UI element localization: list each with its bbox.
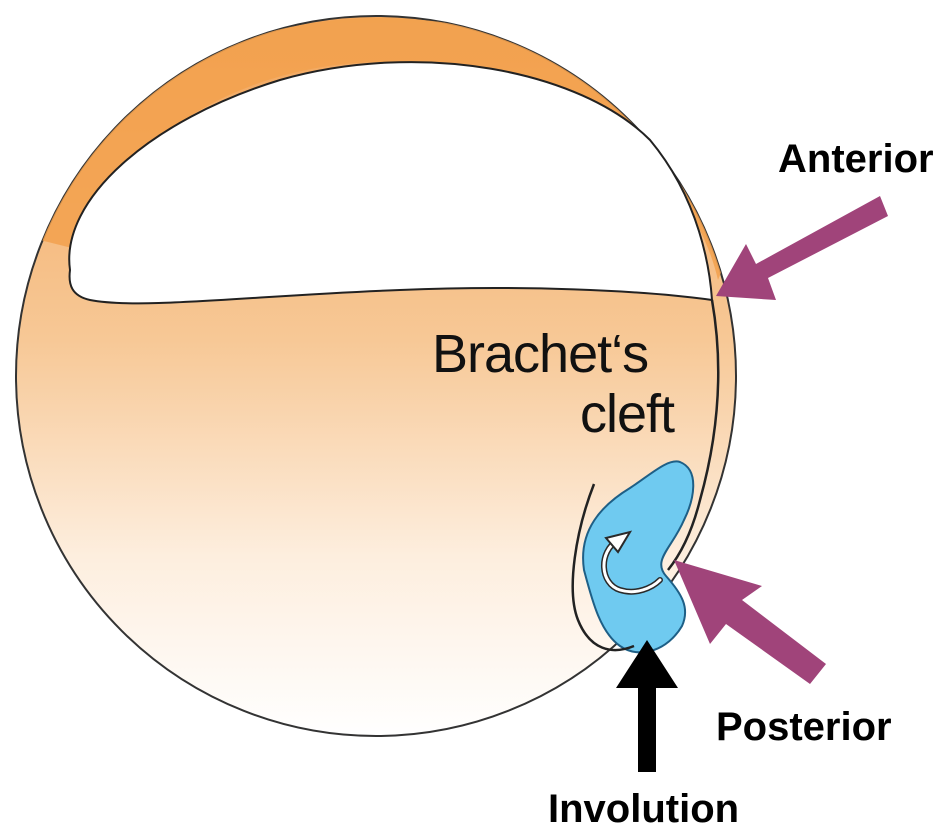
involution-label: Involution <box>548 787 739 831</box>
involution-arrow <box>616 640 678 772</box>
anterior-arrow <box>716 196 888 300</box>
posterior-arrow <box>674 560 826 684</box>
cleft-label-line1: Brachet‘s <box>432 324 648 384</box>
posterior-label: Posterior <box>716 705 892 749</box>
cleft-label-line2: cleft <box>580 384 675 444</box>
anterior-label: Anterior <box>778 137 934 181</box>
